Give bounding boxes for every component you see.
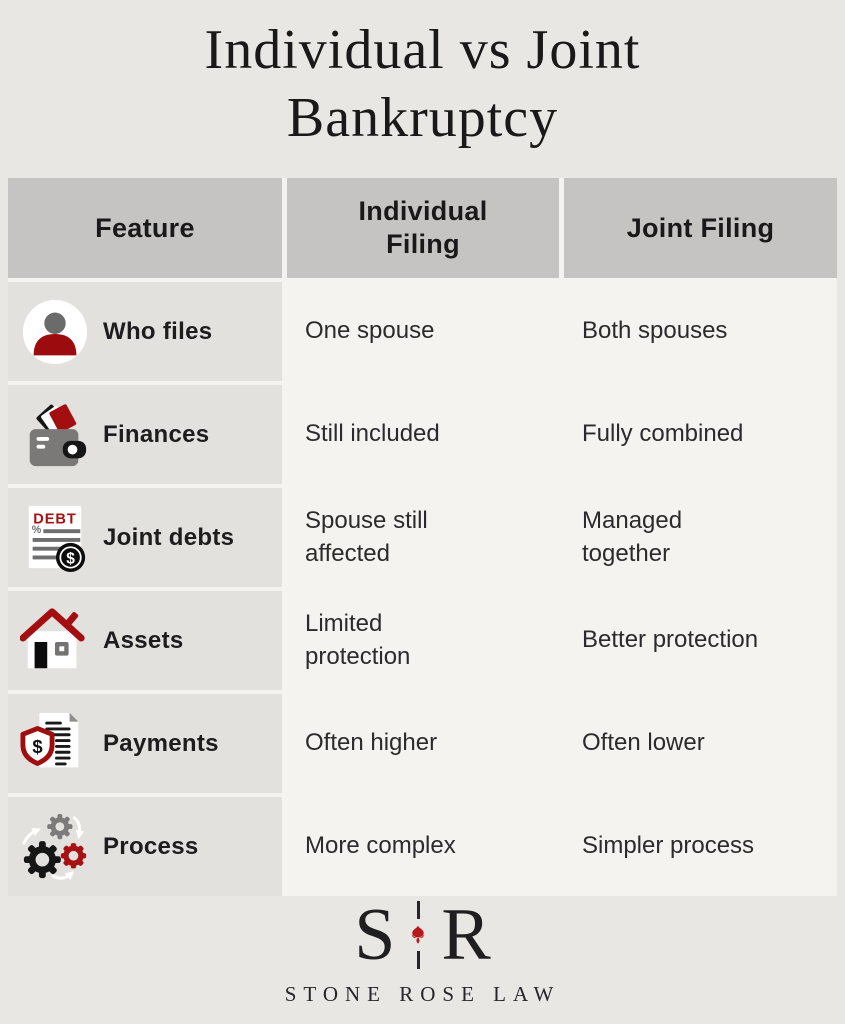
house-icon-svg bbox=[20, 607, 85, 668]
gear-red bbox=[60, 842, 87, 868]
comparison-table: Feature Individual Filing Joint Filing W… bbox=[8, 178, 837, 896]
logo-dash-bottom bbox=[416, 951, 420, 969]
individual-filing-cell: Still included bbox=[287, 385, 559, 484]
individual-filing-cell: More complex bbox=[287, 797, 559, 896]
logo-letter-s: S bbox=[354, 894, 396, 976]
debt-document-icon-svg: DEBT % $ bbox=[28, 505, 86, 572]
feature-cell-assets: Assets bbox=[8, 591, 282, 690]
individual-filing-cell: One spouse bbox=[287, 282, 559, 381]
debt-document-icon: DEBT % $ bbox=[20, 503, 90, 573]
joint-filing-cell: Better protection bbox=[564, 591, 837, 690]
feature-cell-payments: $ Payments bbox=[8, 694, 282, 793]
logo-letter-r: R bbox=[441, 894, 491, 976]
feature-cell-joint-debts: DEBT % $ Joint debts bbox=[8, 488, 282, 587]
joint-filing-cell: Managed together bbox=[564, 488, 837, 587]
gears-icon-svg bbox=[22, 813, 87, 880]
feature-cell-who-files: Who files bbox=[8, 282, 282, 381]
brand-name: STONE ROSE LAW bbox=[284, 982, 561, 1006]
page-title: Individual vs Joint Bankruptcy bbox=[0, 16, 845, 153]
logo-mark: S R bbox=[354, 898, 491, 972]
wallet-icon-svg bbox=[29, 403, 87, 466]
gear-black bbox=[23, 840, 61, 878]
feature-label: Joint debts bbox=[103, 523, 235, 551]
individual-filing-cell: Spouse still affected bbox=[287, 488, 559, 587]
feature-cell-process: Process bbox=[8, 797, 282, 896]
feature-label: Assets bbox=[103, 626, 184, 654]
page-title-line1: Individual vs Joint bbox=[204, 19, 641, 81]
feature-cell-finances: Finances bbox=[8, 385, 282, 484]
gears-icon bbox=[20, 812, 90, 882]
feature-label: Payments bbox=[103, 729, 219, 757]
person-icon-svg bbox=[22, 299, 88, 364]
shield-shape bbox=[20, 725, 55, 766]
logo-dash-top bbox=[416, 901, 420, 919]
shield-document-icon: $ bbox=[20, 709, 90, 779]
shield-dollar: $ bbox=[32, 735, 43, 756]
joint-filing-cell: Often lower bbox=[564, 694, 837, 793]
feature-label: Process bbox=[103, 832, 199, 860]
shield-document-icon-svg: $ bbox=[20, 712, 79, 767]
column-header-joint-filing: Joint Filing bbox=[564, 178, 837, 278]
debt-icon-percent: % bbox=[32, 524, 42, 536]
individual-filing-cell: Limited protection bbox=[287, 591, 559, 690]
person-icon bbox=[20, 297, 90, 367]
debt-icon-dollar: $ bbox=[66, 550, 75, 567]
column-header-feature: Feature bbox=[8, 178, 282, 278]
feature-label: Who files bbox=[103, 317, 213, 345]
joint-filing-cell: Both spouses bbox=[564, 282, 837, 381]
individual-filing-cell: Often higher bbox=[287, 694, 559, 793]
joint-filing-cell: Fully combined bbox=[564, 385, 837, 484]
rose-icon bbox=[411, 925, 425, 944]
column-header-individual-filing: Individual Filing bbox=[287, 178, 559, 278]
gear-gray bbox=[47, 813, 73, 839]
logo-divider bbox=[407, 901, 429, 969]
footer-logo: S R STONE ROSE LAW bbox=[0, 898, 845, 1007]
joint-filing-cell: Simpler process bbox=[564, 797, 837, 896]
debt-icon-label: DEBT bbox=[33, 511, 77, 527]
feature-label: Finances bbox=[103, 420, 210, 448]
house-icon bbox=[20, 606, 90, 676]
wallet-icon bbox=[20, 400, 90, 470]
page-title-line2: Bankruptcy bbox=[286, 87, 559, 150]
